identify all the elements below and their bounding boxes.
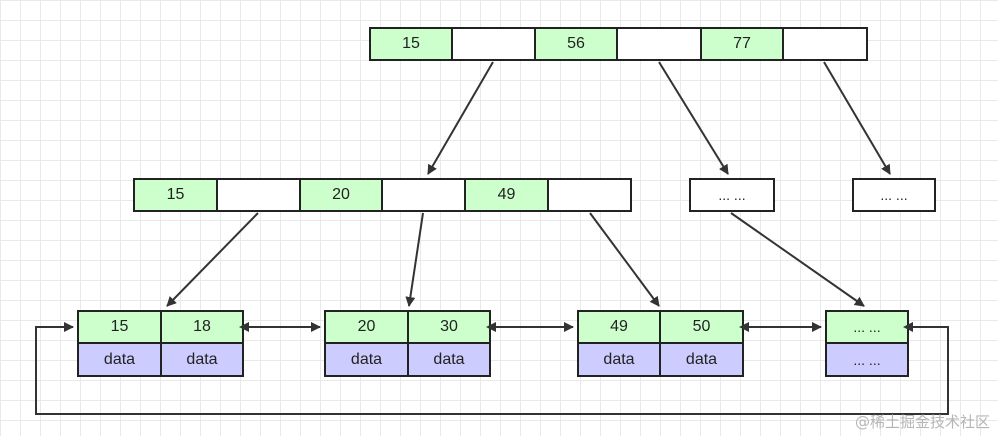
edge-root-to-internal [427,61,494,175]
edge-internal-to-leaf-1 [166,212,259,307]
leaf-2-data-2: data [407,342,491,377]
internal-key-3: 49 [464,178,549,212]
leaf-4-data: ... ... [825,342,909,377]
leaf-2-data-1: data [324,342,409,377]
edge-internal-to-leaf-3 [589,212,660,307]
internal-pointer-3 [547,178,632,212]
placeholder-node-mid: ... ... [689,178,775,212]
root-pointer-1 [451,27,536,61]
leaf-1-data-1: data [77,342,162,377]
root-key-3: 77 [700,27,784,61]
edge-internal-to-leaf-2 [405,212,424,307]
internal-key-1: 15 [133,178,218,212]
edge-root-to-right [823,61,891,175]
root-pointer-3 [782,27,868,61]
leaf-3-data-2: data [659,342,744,377]
root-key-1: 15 [369,27,453,61]
watermark: @稀土掘金技术社区 [854,413,990,431]
leaf-1-data-2: data [160,342,244,377]
internal-pointer-1 [216,178,301,212]
wraparound-link [35,322,949,415]
placeholder-node-right: ... ... [852,178,936,212]
edge-root-to-mid [658,61,729,175]
edge-mid-to-leaf-4 [730,212,865,307]
internal-pointer-2 [381,178,466,212]
root-pointer-2 [616,27,702,61]
